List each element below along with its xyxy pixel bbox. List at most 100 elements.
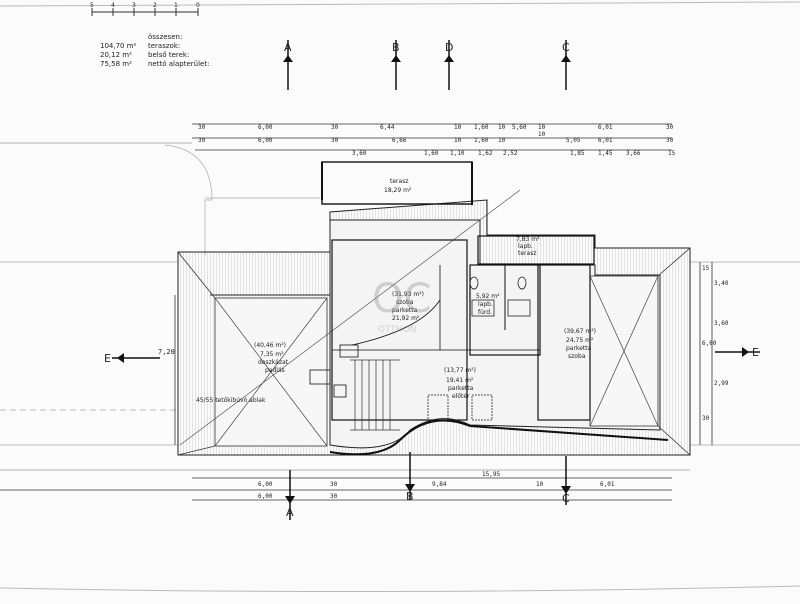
top-dim-text-row1: 30 6,00 30 6,44 10 1,60 10 5,60 10 6,01 … bbox=[198, 124, 674, 131]
section-label: E bbox=[104, 352, 111, 365]
right-dimension: 3,40 15 3,60 6,60 2,99 30 bbox=[699, 262, 729, 445]
dim-label: 30 bbox=[330, 481, 338, 488]
room-floor: parketta bbox=[448, 385, 474, 392]
room-area: 7,83 m² bbox=[516, 236, 540, 243]
dim-label: 15 bbox=[702, 265, 710, 272]
room-subarea: (13,77 m²) bbox=[444, 367, 476, 374]
scale-tick-label: 5 bbox=[90, 2, 94, 9]
room-floor: lapb. bbox=[518, 243, 533, 250]
dim-label: 3,60 bbox=[714, 320, 729, 327]
legend-label: nettó alapterület: bbox=[148, 60, 209, 68]
interior-walls bbox=[309, 235, 595, 421]
room-name: terasz bbox=[518, 250, 536, 257]
roof-window-note: 45/55 tetőkibúvó ablak bbox=[196, 397, 266, 404]
scale-tick-label: 2 bbox=[153, 2, 157, 9]
room-area: 7,35 m² bbox=[260, 351, 284, 358]
room-label-terrace-right: terasz lapb. 7,83 m² bbox=[516, 236, 540, 257]
section-label: B bbox=[392, 41, 400, 54]
dim-label: 6,44 bbox=[380, 124, 395, 131]
dim-label: 3,40 bbox=[714, 280, 729, 287]
dim-label: 5,60 bbox=[512, 124, 527, 131]
room-name: padlás bbox=[265, 367, 285, 374]
dim-label: 10 bbox=[454, 124, 462, 131]
dim-label: 6,00 bbox=[258, 493, 273, 500]
section-label: D bbox=[445, 41, 453, 54]
scale-tick-label: 0 bbox=[196, 2, 200, 9]
room-label-furdo: fürd. lapb. 5,92 m² bbox=[476, 293, 500, 316]
dim-label: 15 bbox=[668, 150, 676, 157]
left-dimension: 7,20 bbox=[158, 295, 176, 445]
legend-label: teraszok: bbox=[148, 42, 180, 50]
legend-value: 104,70 m² bbox=[100, 42, 137, 50]
scale-tick-label: 4 bbox=[111, 2, 115, 9]
room-area: 24,75 m² bbox=[566, 337, 594, 344]
dim-label: 7,20 bbox=[158, 348, 175, 356]
dim-label: 1,10 bbox=[450, 150, 465, 157]
room-name: fürd. bbox=[478, 309, 492, 316]
dim-label: 6,00 bbox=[258, 137, 273, 144]
dim-label: 9,84 bbox=[432, 481, 447, 488]
dim-label: 6,00 bbox=[258, 124, 273, 131]
section-label: A bbox=[284, 41, 292, 54]
dim-label: 30 bbox=[198, 137, 206, 144]
room-area: 19,41 m² bbox=[446, 377, 474, 384]
room-floor: lapb. bbox=[478, 301, 493, 308]
dim-label: 1,62 bbox=[478, 150, 493, 157]
dim-label: 2,52 bbox=[503, 150, 518, 157]
dim-label: 1,85 bbox=[570, 150, 585, 157]
paper-bottom-edge bbox=[0, 585, 800, 593]
legend-label: belső terek: bbox=[148, 50, 189, 59]
room-label-eloter: előtér parketta 19,41 m² (13,77 m²) bbox=[444, 367, 476, 400]
room-subarea: (40,46 m²) bbox=[254, 342, 286, 349]
section-mark-b-top: B bbox=[391, 40, 401, 90]
dim-label: 30 bbox=[330, 493, 338, 500]
room-subarea: (39,67 m²) bbox=[564, 328, 596, 335]
legend-label: összesen: bbox=[148, 33, 182, 41]
room-area: 18,29 m² bbox=[384, 187, 412, 194]
section-mark-e-right: E bbox=[715, 346, 760, 359]
dim-label: 10 bbox=[536, 481, 544, 488]
dim-label: 3,60 bbox=[352, 150, 367, 157]
bathroom-fixtures bbox=[427, 276, 531, 421]
room-label-terrace-top: terasz 18,29 m² bbox=[384, 178, 412, 194]
dim-label: 6,66 bbox=[392, 137, 407, 144]
dim-label: 6,01 bbox=[600, 481, 615, 488]
dim-label: 30 bbox=[666, 124, 674, 131]
room-area: 21,92 m² bbox=[392, 315, 420, 322]
section-mark-c-bottom: C bbox=[561, 456, 571, 505]
room-label-szoba-left: szoba parketta 21,92 m² (31,93 m²) bbox=[392, 291, 424, 322]
section-label: B bbox=[406, 490, 414, 503]
front-curved-wall bbox=[329, 419, 669, 456]
room-name: előtér bbox=[452, 393, 470, 400]
section-label: A bbox=[286, 506, 294, 519]
section-mark-d-top: D bbox=[444, 40, 454, 90]
paper-top-edge bbox=[0, 1, 800, 7]
room-name: szoba bbox=[568, 353, 586, 360]
section-mark-e-left: E bbox=[104, 352, 160, 365]
dim-label: 10 bbox=[538, 131, 546, 138]
dim-label: 6,01 bbox=[598, 137, 613, 144]
room-name: szoba bbox=[396, 299, 414, 306]
dim-label: 10 bbox=[454, 137, 462, 144]
watermark-subtext: OTTHON bbox=[378, 325, 417, 335]
legend-value: 20,12 m² bbox=[100, 51, 132, 59]
dim-label: 6,60 bbox=[702, 340, 717, 347]
dim-label: 1,60 bbox=[474, 124, 489, 131]
top-dim-text-row3: 3,60 1,60 1,10 1,62 2,52 1,85 1,45 3,66 … bbox=[352, 150, 676, 157]
dim-label: 30 bbox=[702, 415, 710, 422]
scale-tick-label: 3 bbox=[132, 2, 136, 9]
room-label-szoba-right: szoba parketta 24,75 m² (39,67 m²) bbox=[564, 328, 596, 360]
dim-label: 6,01 bbox=[598, 124, 613, 131]
room-area: 5,92 m² bbox=[476, 293, 500, 300]
dim-label: 10 bbox=[498, 124, 506, 131]
roof-plan bbox=[177, 189, 691, 456]
dim-label: 3,66 bbox=[626, 150, 641, 157]
dim-label: 10 bbox=[498, 137, 506, 144]
section-label: C bbox=[562, 41, 570, 54]
dim-label: 1,60 bbox=[424, 150, 439, 157]
watermark-text: OC bbox=[372, 276, 431, 322]
dim-label: 30 bbox=[331, 124, 339, 131]
dim-label: 6,00 bbox=[258, 481, 273, 488]
